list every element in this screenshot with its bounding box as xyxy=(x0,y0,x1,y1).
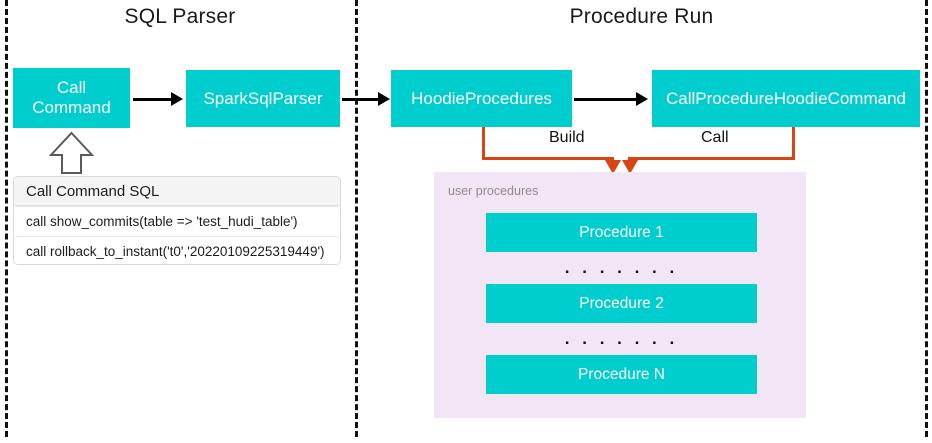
orange-call-horizontal xyxy=(628,157,795,160)
procedure-box-n[interactable]: Procedure N xyxy=(486,355,757,394)
procedure-box-2[interactable]: Procedure 2 xyxy=(486,284,757,323)
procedure-ellipsis-1: . . . . . . . xyxy=(564,258,679,277)
procedure-ellipsis-2: . . . . . . . xyxy=(564,329,679,348)
divider-middle xyxy=(355,0,358,437)
user-procedures-caption: user procedures xyxy=(448,184,539,198)
sql-to-callcommand-hollow-arrow xyxy=(48,131,95,175)
arrow-head-callcommand-to-sparksqlparser xyxy=(171,92,183,106)
call-command-sql-card: Call Command SQL call show_commits(table… xyxy=(13,176,341,265)
sql-card-row[interactable]: call rollback_to_instant('t0','202201092… xyxy=(14,236,340,264)
orange-build-arrowhead xyxy=(605,160,621,174)
arrow-head-hoodieprocedures-to-callprocedurehoodiecommand xyxy=(636,92,648,106)
node-call-command-line1: Call xyxy=(56,78,87,98)
arrow-hoodieprocedures-to-callprocedurehoodiecommand xyxy=(574,98,636,101)
divider-right xyxy=(925,0,928,437)
arrow-callcommand-to-sparksqlparser xyxy=(133,98,171,101)
orange-call-arrowhead xyxy=(622,160,638,174)
orange-call-stem xyxy=(792,127,795,159)
node-call-command[interactable]: Call Command xyxy=(13,68,130,128)
node-call-procedure-hoodie-command[interactable]: CallProcedureHoodieCommand xyxy=(652,70,920,127)
node-call-command-line2: Command xyxy=(32,98,111,117)
sql-card-row[interactable]: call show_commits(table => 'test_hudi_ta… xyxy=(14,206,340,236)
sql-card-header: Call Command SQL xyxy=(14,177,340,206)
orange-build-stem xyxy=(482,127,485,159)
procedure-box-1[interactable]: Procedure 1 xyxy=(486,213,757,252)
edge-label-call: Call xyxy=(695,129,735,147)
edge-label-build: Build xyxy=(543,129,591,147)
arrow-head-sparksqlparser-to-hoodieprocedures xyxy=(378,92,390,106)
arrow-sparksqlparser-to-hoodieprocedures xyxy=(342,98,378,101)
divider-left xyxy=(5,0,8,437)
section-title-sql-parser: SQL Parser xyxy=(124,5,236,28)
section-title-procedure-run: Procedure Run xyxy=(569,5,714,28)
node-spark-sql-parser[interactable]: SparkSqlParser xyxy=(186,70,340,127)
node-hoodie-procedures[interactable]: HoodieProcedures xyxy=(391,70,572,127)
orange-build-horizontal xyxy=(482,157,613,160)
